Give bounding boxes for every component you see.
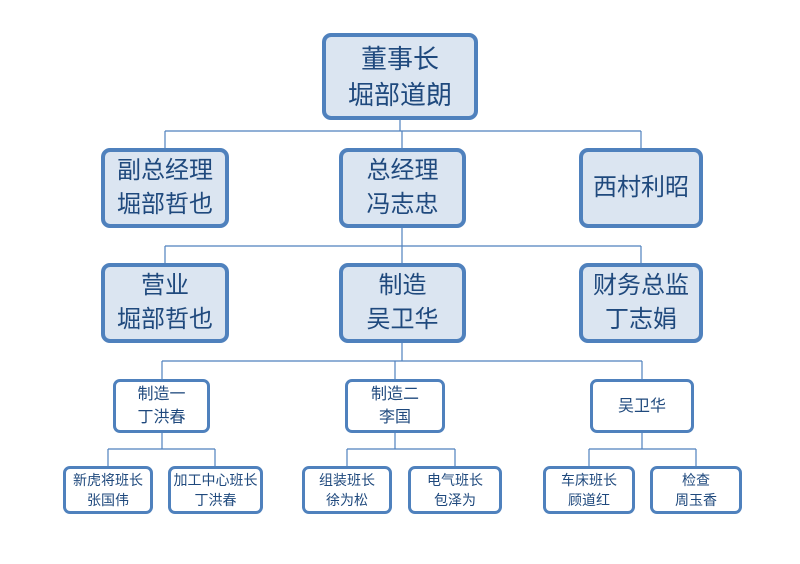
node-person: 堀部哲也 <box>117 306 213 333</box>
org-node-sales: 营业 堀部哲也 <box>101 263 229 343</box>
org-node-lathe-leader: 车床班长 顾道红 <box>543 466 635 514</box>
node-person: 丁洪春 <box>137 409 186 426</box>
org-node-machining-center-leader: 加工中心班长 丁洪春 <box>168 466 263 514</box>
org-node-manufacturing: 制造 吴卫华 <box>339 263 466 343</box>
edge-group-wu-weihua <box>588 433 697 466</box>
edge-group-manufacturing <box>161 343 643 379</box>
node-person: 丁志娟 <box>605 306 677 333</box>
org-node-finance-director: 财务总监 丁志娟 <box>579 263 703 343</box>
node-title: 董事长 <box>360 43 439 74</box>
org-node-general-manager: 总经理 冯志忠 <box>339 148 466 228</box>
edge-group-manufacturing-1 <box>107 433 216 466</box>
node-person: 丁洪春 <box>194 492 237 508</box>
node-title: 副总经理 <box>117 157 213 184</box>
node-title: 组装班长 <box>319 472 375 488</box>
node-person: 堀部道朗 <box>347 79 452 110</box>
org-node-assembly-leader: 组装班长 徐为松 <box>302 466 392 514</box>
node-person: 张国伟 <box>87 492 129 508</box>
org-node-deputy-general-manager: 副总经理 堀部哲也 <box>101 148 229 228</box>
node-title: 新虎将班长 <box>73 472 143 488</box>
node-title: 车床班长 <box>561 472 617 488</box>
node-title: 加工中心班长 <box>173 472 258 488</box>
node-person: 周玉香 <box>675 492 717 508</box>
node-person: 包泽为 <box>434 492 476 508</box>
node-person: 吴卫华 <box>366 306 439 333</box>
node-person: 徐为松 <box>326 492 368 508</box>
org-node-wu-weihua: 吴卫华 <box>590 379 694 433</box>
node-person: 吴卫华 <box>617 397 666 415</box>
node-person: 冯志忠 <box>366 191 439 218</box>
node-title: 营业 <box>141 272 189 299</box>
org-node-chairman: 董事长 堀部道朗 <box>322 33 478 120</box>
node-title: 检查 <box>682 472 710 488</box>
edge-group-manufacturing-2 <box>346 433 456 466</box>
org-node-xinhujiang-leader: 新虎将班长 张国伟 <box>63 466 153 514</box>
org-node-electrical-leader: 电气班长 包泽为 <box>408 466 502 514</box>
node-person: 顾道红 <box>568 492 610 508</box>
edge-group-general-manager <box>164 228 642 263</box>
node-person: 西村利昭 <box>593 174 689 201</box>
node-title: 电气班长 <box>427 472 483 488</box>
edge-group-chairman <box>164 120 642 148</box>
org-node-nishimura-toshiaki: 西村利昭 <box>579 148 703 228</box>
node-person: 李国 <box>378 409 411 426</box>
node-title: 财务总监 <box>593 272 689 299</box>
org-node-inspection: 检查 周玉香 <box>650 466 742 514</box>
org-node-manufacturing-1: 制造一 丁洪春 <box>113 379 210 433</box>
node-title: 制造 <box>378 272 427 299</box>
org-node-manufacturing-2: 制造二 李国 <box>345 379 445 433</box>
node-title: 制造一 <box>137 386 186 403</box>
node-title: 制造二 <box>370 386 419 403</box>
node-title: 总经理 <box>366 157 439 184</box>
node-person: 堀部哲也 <box>117 191 213 218</box>
